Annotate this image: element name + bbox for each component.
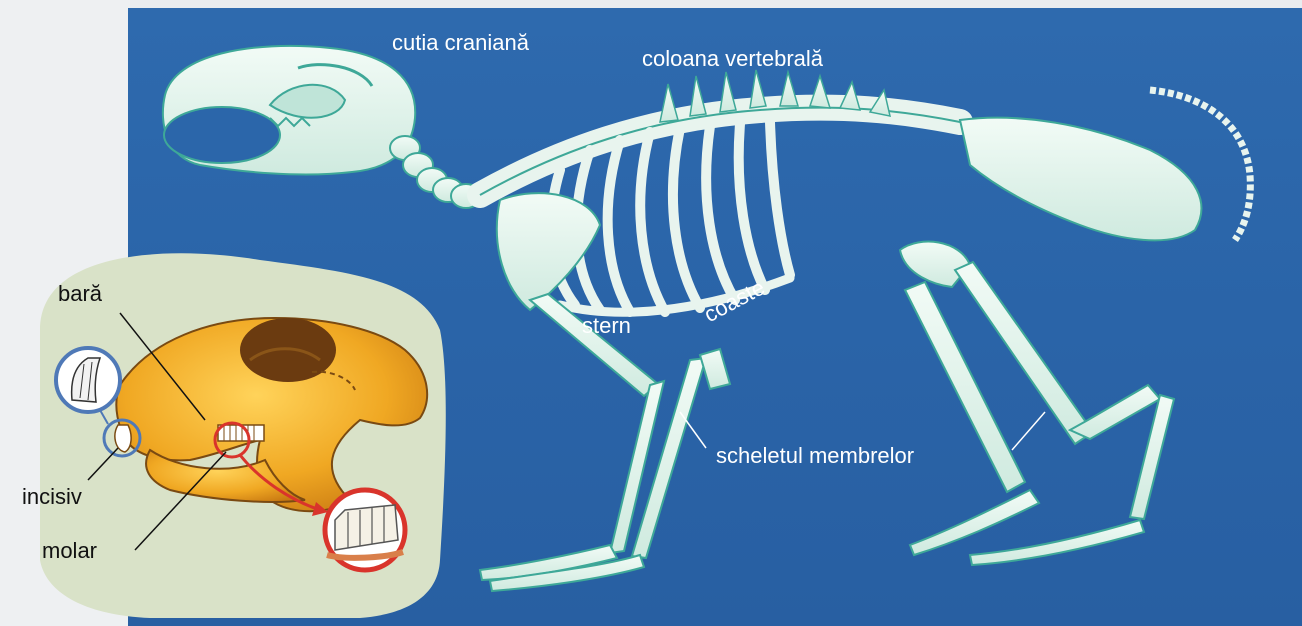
label-cutia-craniana: cutia craniană: [392, 30, 529, 56]
label-bara: bară: [58, 281, 102, 307]
skull: [163, 46, 415, 175]
label-stern: stern: [582, 313, 631, 339]
label-scheletul-membrelor: scheletul membrelor: [716, 443, 914, 469]
label-molar: molar: [42, 538, 97, 564]
teeth-detail-inset: [40, 253, 446, 618]
label-coloana-vertebrala: coloana vertebrală: [642, 46, 823, 72]
hindlimbs: [900, 242, 1174, 565]
label-incisiv: incisiv: [22, 484, 82, 510]
